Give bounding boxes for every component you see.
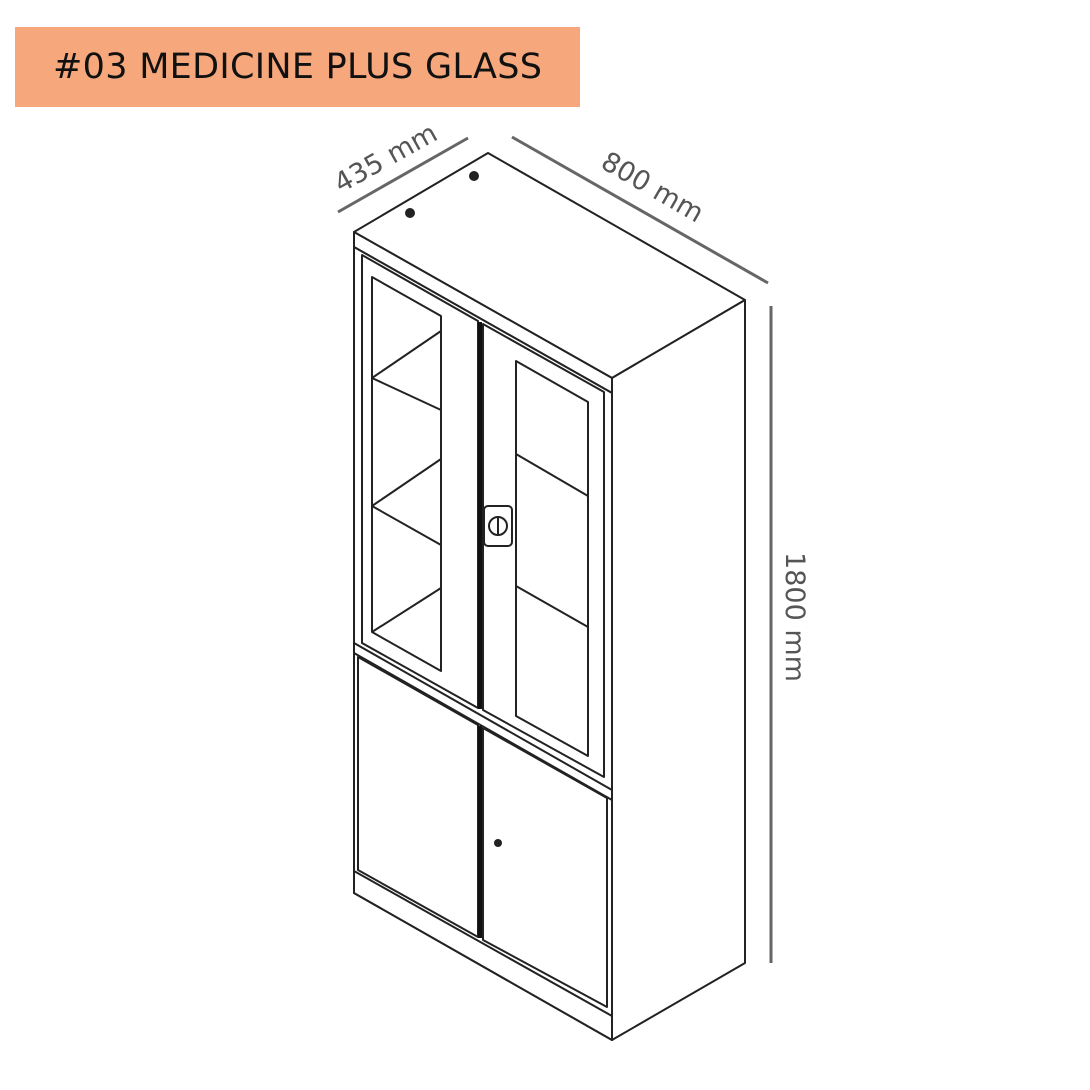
middle-rail [353, 642, 613, 801]
upper-left-glass [371, 276, 442, 672]
depth-dimension-line [337, 136, 469, 214]
top-hole-right [469, 171, 479, 181]
top-hole-left [405, 208, 415, 218]
lock-handle-icon [483, 505, 513, 547]
height-label: 1800 mm [779, 552, 810, 682]
key-lock-icon [494, 839, 502, 847]
dimension-lines [337, 135, 773, 963]
upper-right-glass [515, 360, 589, 757]
title-banner: #03 MEDICINE PLUS GLASS [15, 27, 580, 107]
width-dimension-line [511, 135, 769, 285]
lower-right-door [482, 727, 608, 1008]
base-plinth [353, 870, 613, 1041]
depth-label: 435 mm [329, 118, 443, 200]
cabinet-side [611, 299, 746, 1041]
product-title: #03 MEDICINE PLUS GLASS [53, 47, 543, 87]
interior-lines [371, 330, 589, 633]
cabinet [353, 152, 746, 1041]
